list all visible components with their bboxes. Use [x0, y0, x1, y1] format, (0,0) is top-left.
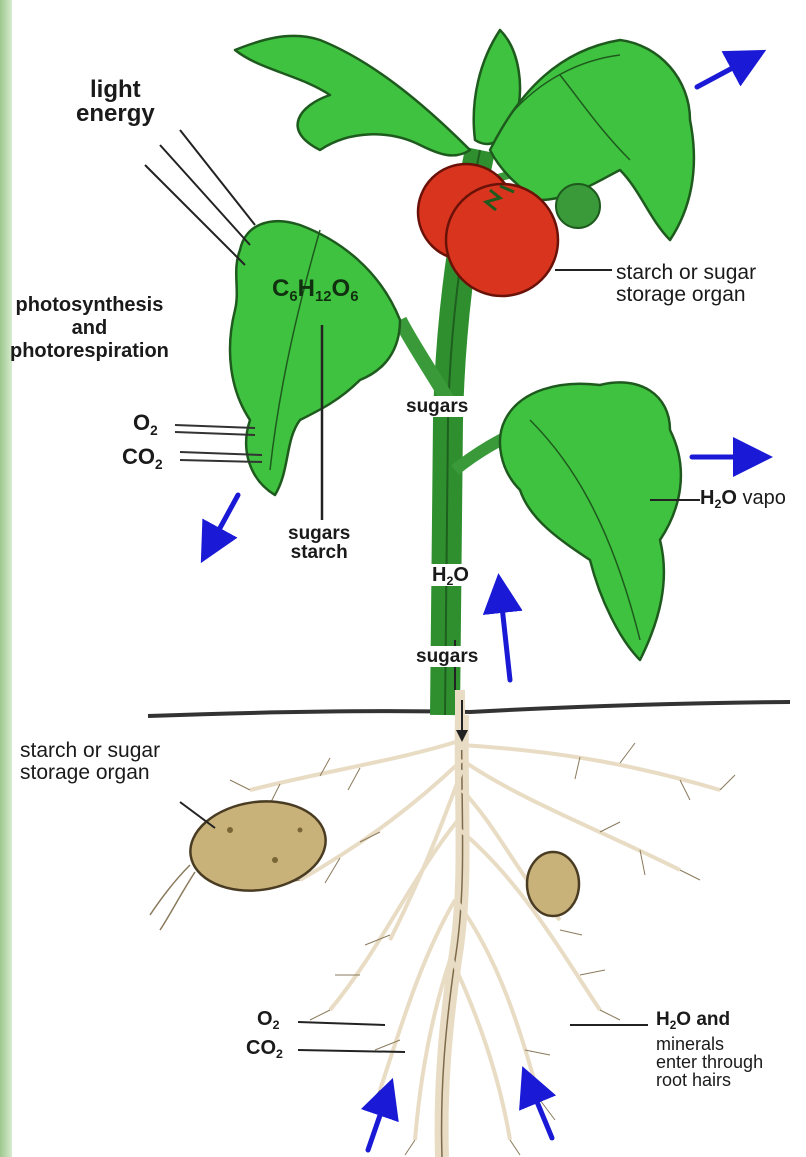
root-uptake-label: H2O and minerals enter through root hair… [656, 1010, 763, 1089]
root-minerals-line2: enter through [656, 1053, 763, 1071]
arrow-up-right [697, 57, 753, 87]
light-energy-arrows [145, 130, 255, 265]
soil-line [148, 702, 790, 716]
stem-sugars-lower-label: sugars [414, 646, 480, 667]
right-leaf [500, 382, 681, 660]
stem-water-label: H2O [430, 564, 471, 586]
sugars-starch-line1: sugars [288, 524, 350, 543]
light-energy-label: light energy [76, 78, 155, 126]
arrow-up-stem [500, 588, 510, 680]
root-system [230, 715, 735, 1157]
light-energy-line2: energy [76, 102, 155, 126]
root-minerals-line3: root hairs [656, 1071, 763, 1089]
photosynthesis-line2: and [10, 317, 169, 340]
tuber-storage-pointer [180, 802, 215, 828]
sugars-starch-line2: starch [288, 543, 350, 562]
fruit-storage-line1: starch or sugar [616, 262, 756, 284]
o2-root-label: O2 [257, 1009, 279, 1029]
glucose-formula: C6H12O6 [272, 277, 358, 301]
green-fruit [556, 184, 600, 228]
tomato-front [446, 184, 558, 296]
tuber-storage-line1: starch or sugar [20, 740, 160, 762]
arrow-up-root-right [528, 1080, 552, 1138]
arrow-up-root-left [368, 1092, 388, 1150]
o2-leaf-label: O2 [133, 412, 158, 434]
root-minerals-line1: minerals [656, 1035, 763, 1053]
co2-leaf-label: CO2 [122, 446, 163, 468]
arrow-down-left [208, 495, 238, 550]
photosynthesis-line3: photorespiration [10, 340, 169, 363]
light-energy-line1: light [76, 78, 155, 102]
tuber-storage-line2: storage organ [20, 762, 160, 784]
stem-sugars-upper-label: sugars [404, 396, 470, 417]
co2-root-label: CO2 [246, 1038, 283, 1058]
tuber-storage-label: starch or sugar storage organ [20, 740, 160, 784]
potato-tuber-large [185, 793, 332, 899]
left-border [0, 0, 12, 1157]
potato-tuber-small [527, 852, 579, 916]
photosynthesis-label: photosynthesis and photorespiration [10, 294, 169, 363]
fruit-storage-line2: storage organ [616, 284, 756, 306]
photosynthesis-line1: photosynthesis [10, 294, 169, 317]
root-gas-pointers [298, 1022, 405, 1052]
fruit-storage-label: starch or sugar storage organ [616, 262, 756, 306]
root-water-line: H2O and [656, 1010, 763, 1029]
water-vapor-label: H2O vapo [700, 488, 786, 508]
sugars-starch-label: sugars starch [288, 524, 350, 562]
